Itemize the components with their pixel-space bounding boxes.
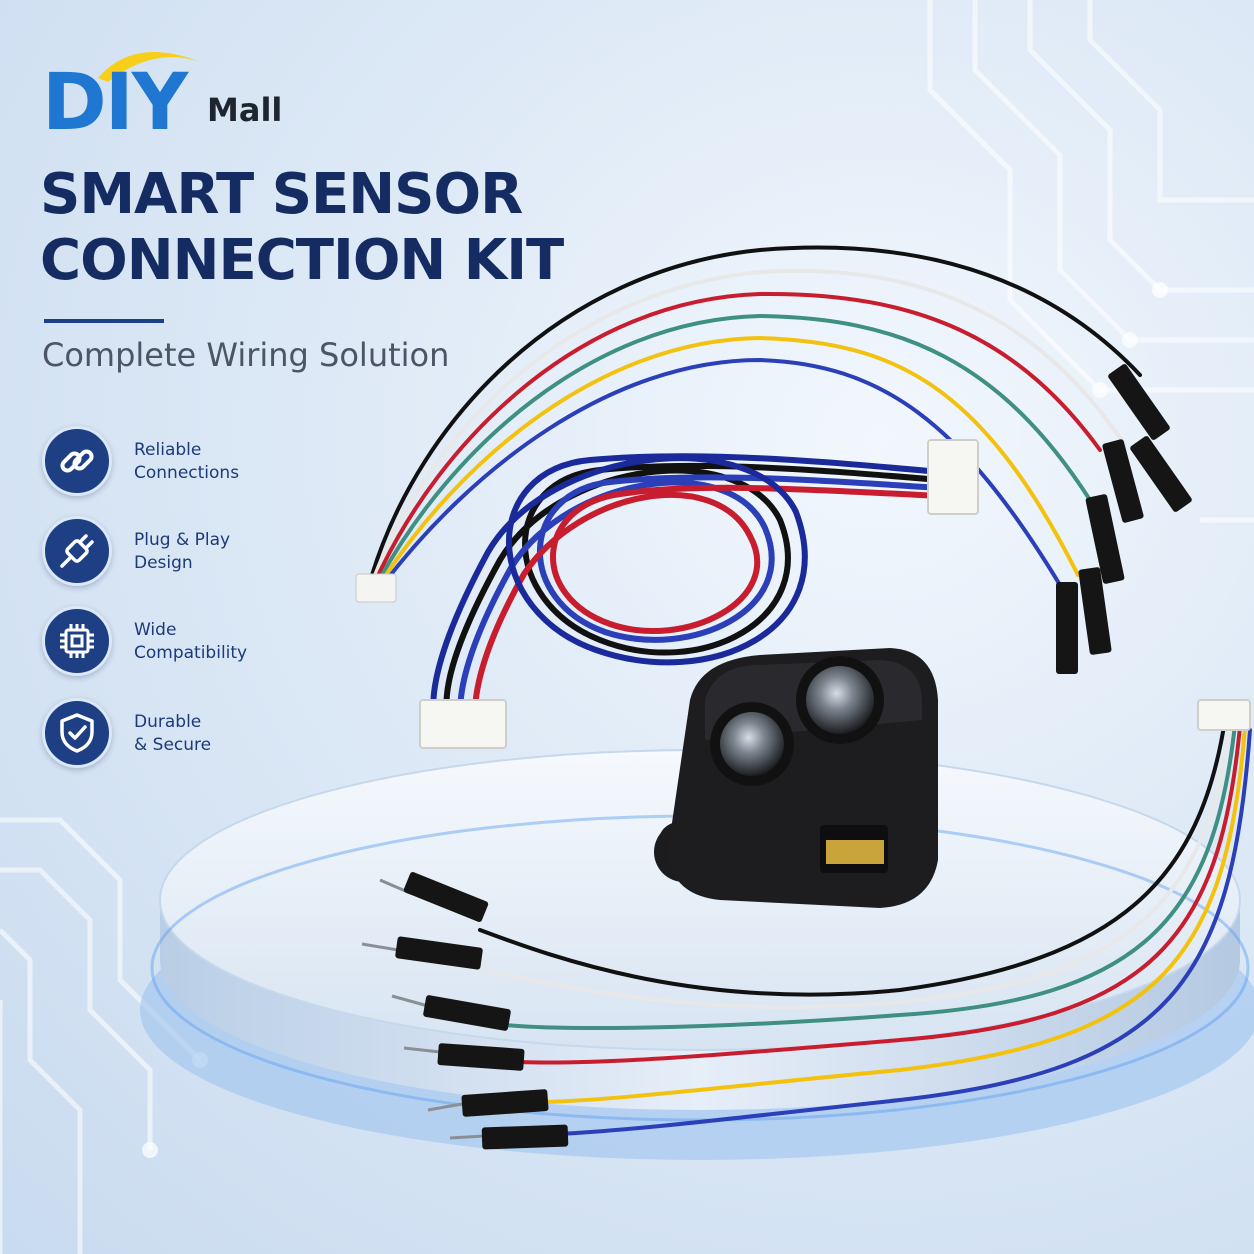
headline-divider (44, 319, 164, 323)
feature-label-line-2: Design (134, 553, 193, 573)
feature-label-line-1: Durable (134, 712, 202, 732)
jst-connector-right (927, 439, 979, 515)
plug-icon (42, 516, 112, 586)
jst-connector-small (355, 573, 397, 603)
feature-label-line-2: Connections (134, 463, 240, 483)
feature-label-line-2: Compatibility (134, 643, 248, 663)
feature-label-line-1: Reliable (134, 440, 202, 460)
feature-wide-compatibility: Wide Compatibility (42, 606, 302, 678)
shield-check-icon (42, 698, 112, 768)
feature-plug-and-play: Plug & Play Design (42, 516, 302, 588)
tof-sensor-module (654, 648, 938, 908)
logo-diy-text: DIY (42, 58, 188, 148)
dupont-connector-ends (1056, 364, 1192, 674)
logo-mall-text: Mall (207, 91, 283, 129)
feature-reliable-connections: Reliable Connections (42, 426, 302, 498)
looped-cable (430, 453, 943, 728)
chip-icon (42, 606, 112, 676)
feature-label-line-1: Plug & Play (134, 530, 231, 550)
logo-swoosh-icon (98, 52, 200, 82)
subtitle: Complete Wiring Solution (42, 336, 450, 374)
feature-label-line-1: Wide (134, 620, 177, 640)
headline: SMART SENSOR CONNECTION KIT (40, 162, 564, 294)
jst-connector-bottom (419, 699, 507, 749)
headline-line-2: CONNECTION KIT (40, 228, 564, 293)
headline-line-1: SMART SENSOR (40, 162, 523, 227)
dupont-cable-top (370, 245, 1142, 588)
male-pin-ends (361, 871, 569, 1150)
feature-durable-secure: Durable & Secure (42, 698, 302, 770)
jst-connector-top-right (1197, 699, 1251, 731)
link-icon (42, 426, 112, 496)
diymall-logo: DIY Mall (42, 42, 302, 142)
feature-label-line-2: & Secure (134, 735, 212, 755)
dupont-cable-bottom (478, 718, 1252, 1136)
